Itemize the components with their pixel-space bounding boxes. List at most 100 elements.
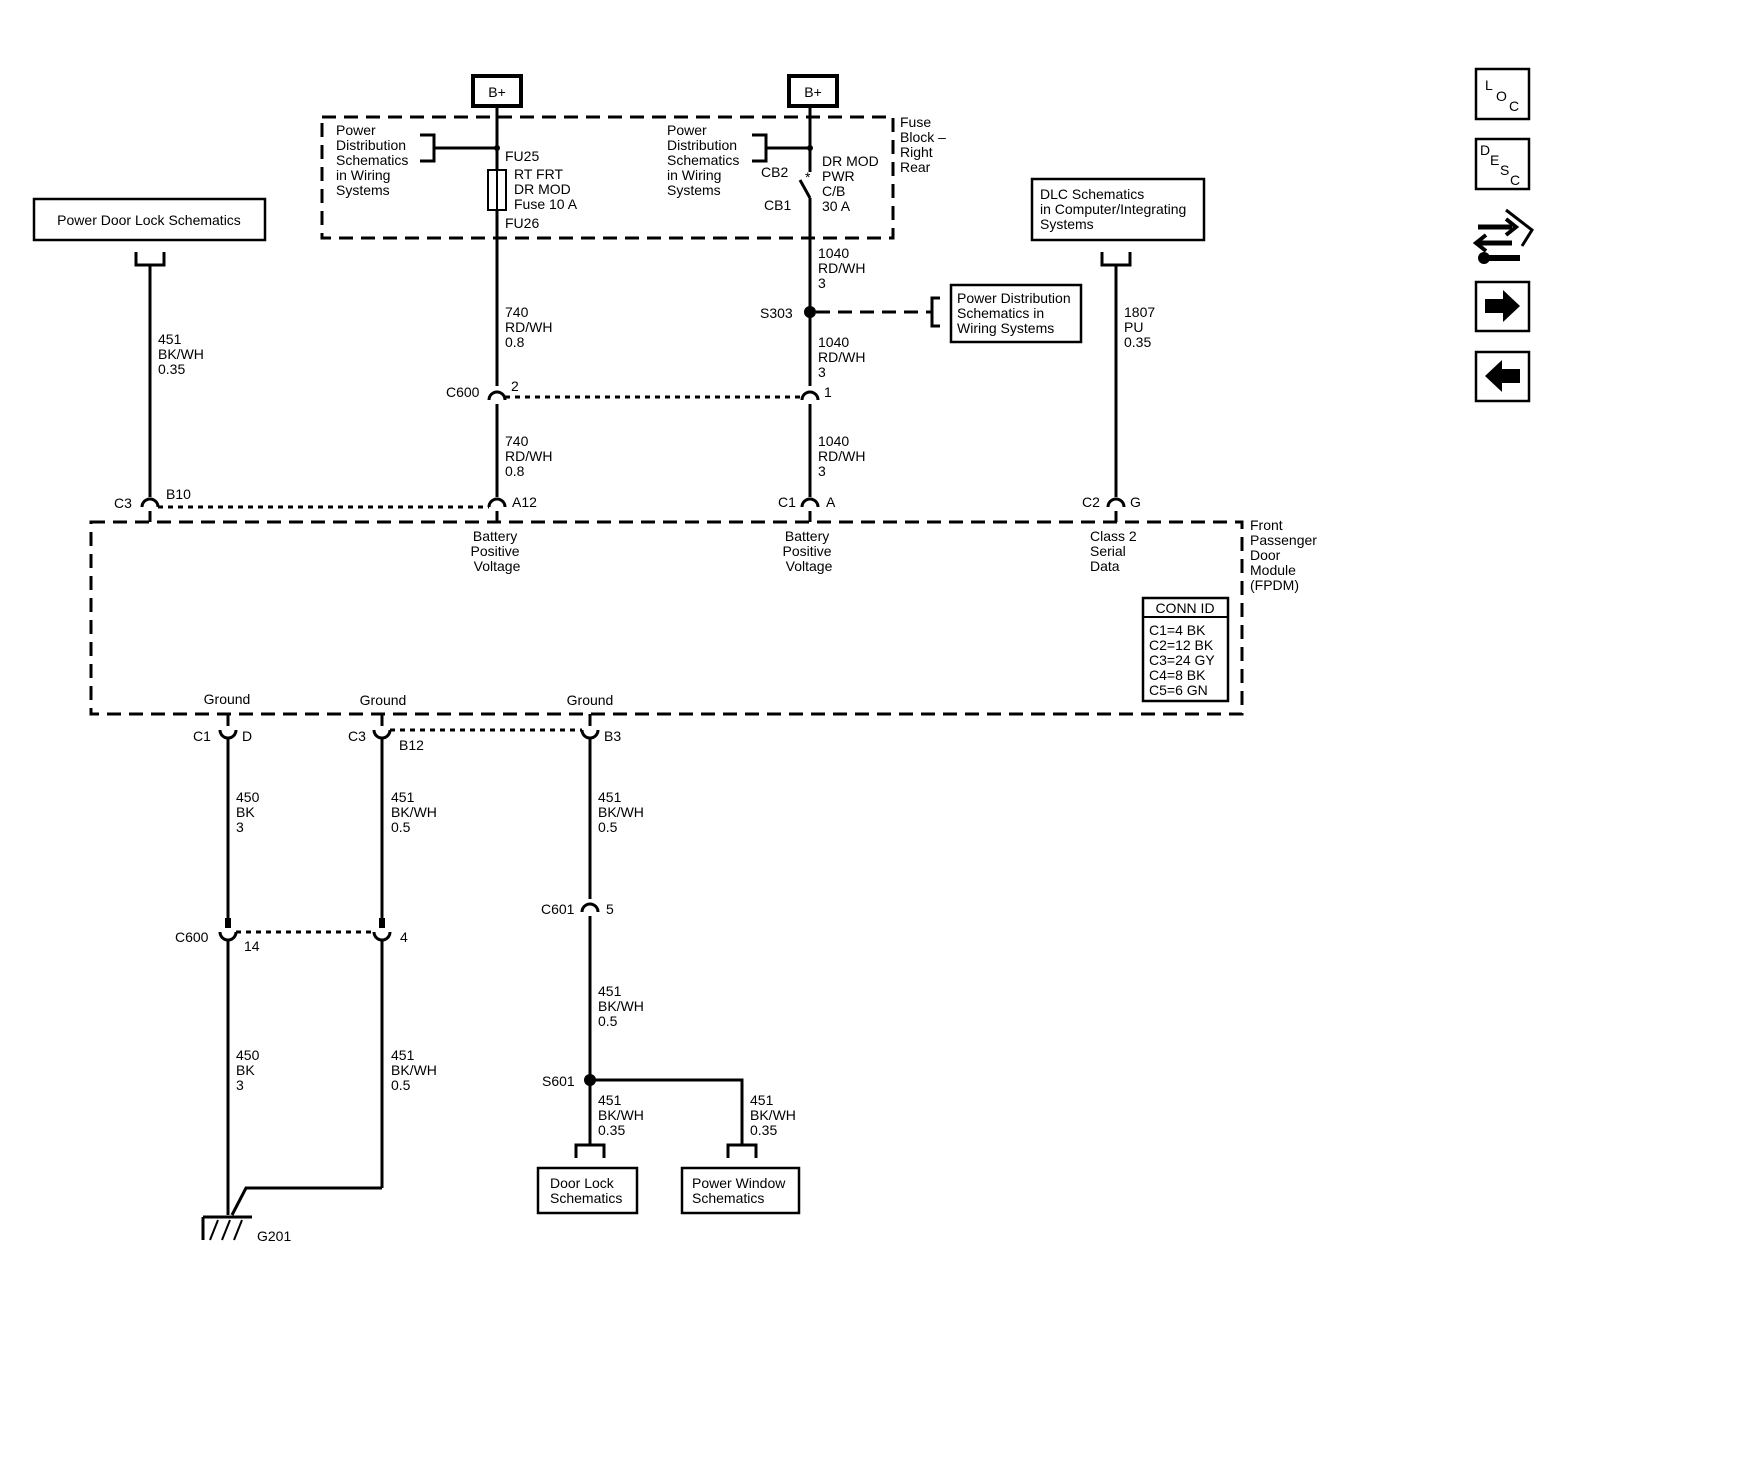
loc-letter: L (1485, 77, 1493, 93)
power-window-ref-label: Power Window Schematics (692, 1175, 789, 1206)
wire-450-a-label: 450 BK 3 (236, 789, 263, 835)
c3-bottom-label: C3 (348, 728, 366, 744)
wire-451-mid-a-label: 451 BK/WH 0.5 (391, 789, 441, 835)
c2-g-terminal (1106, 497, 1126, 508)
b3-terminal (580, 729, 600, 740)
wire-451-right-b-label: 451 BK/WH 0.5 (598, 983, 648, 1029)
breaker-label: DR MOD PWR C/B 30 A (822, 153, 883, 214)
door-lock-ref-bracket (574, 1143, 606, 1158)
desc-letter: D (1480, 142, 1490, 158)
ground-2-label: Ground (360, 692, 407, 708)
s601-label: S601 (542, 1073, 575, 1089)
a12-label: A12 (512, 494, 537, 510)
arrow-right-icon[interactable] (1474, 280, 1531, 333)
desc-letter: S (1500, 162, 1509, 178)
dlc-ref-box[interactable] (1030, 177, 1206, 242)
c1-bottom-label: C1 (193, 728, 211, 744)
c600-top-pin2-label: 2 (511, 378, 519, 394)
fpdm-name: Front Passenger Door Module (FPDM) (1250, 517, 1321, 593)
c601-label: C601 (541, 901, 575, 917)
wire-451-top-label: 451 BK/WH 0.35 (158, 331, 208, 377)
breaker-switch (798, 179, 812, 199)
breaker-splice-dot (807, 145, 813, 151)
pin-battery-2: Battery Positive Voltage (783, 528, 836, 574)
c600-top-pin1-label: 1 (824, 384, 832, 400)
wire-1040-b-label: 1040 RD/WH 3 (818, 334, 869, 380)
arrow-left-icon[interactable] (1474, 350, 1531, 403)
wire-451-to-ground (230, 1186, 382, 1216)
b-plus-left: B+ (471, 74, 523, 108)
power-dist-s303-ref-label: Power Distribution Schematics in Wiring … (957, 290, 1075, 336)
conn-id-title: CONN ID (1155, 600, 1214, 616)
conn-id-row: C3=24 GY (1149, 652, 1215, 668)
c600-bottom-pin14-label: 14 (244, 938, 260, 954)
c601-terminal (580, 902, 600, 913)
loc-letter: O (1496, 88, 1507, 104)
fuse-right-ref-bracket (752, 133, 768, 163)
wire-1040-a-label: 1040 RD/WH 3 (818, 245, 869, 291)
conn-id-row: C2=12 BK (1149, 637, 1214, 653)
fpdm-outline (89, 520, 1244, 716)
c600-top-label: C600 (446, 384, 480, 400)
b3-label: B3 (604, 728, 621, 744)
c600-top-pin2-terminal (487, 390, 507, 401)
desc-button[interactable]: D E S C (1474, 137, 1531, 191)
c600-bottom-pin4-terminal (372, 931, 392, 942)
wire-450-b-label: 450 BK 3 (236, 1047, 263, 1093)
s303-splice (804, 306, 816, 318)
d-label: D (242, 728, 252, 744)
b-plus-left-label: B+ (488, 84, 506, 100)
b-plus-right: B+ (787, 74, 839, 108)
dlc-ref-label: DLC Schematics in Computer/Integrating S… (1040, 186, 1190, 232)
door-lock-ref-box[interactable] (536, 1166, 639, 1215)
fuse-block-outline (320, 115, 895, 240)
wire-1040-c-label: 1040 RD/WH 3 (818, 433, 869, 479)
ground-3-label: Ground (567, 692, 614, 708)
c600-top-pin1-terminal (800, 390, 820, 401)
c1-a-terminal (800, 497, 820, 508)
wire-1807-label: 1807 PU 0.35 (1124, 304, 1159, 350)
pin-class2: Class 2 Serial Data (1090, 528, 1141, 574)
c1-d-terminal (218, 729, 238, 740)
fuse-block-title: Fuse Block – Right Rear (900, 114, 950, 175)
power-dist-s303-ref-box[interactable] (949, 283, 1083, 344)
fuse-splice-dot (494, 145, 500, 151)
g-label: G (1130, 494, 1141, 510)
c1-top-label: C1 (778, 494, 796, 510)
power-window-ref-box[interactable] (680, 1166, 801, 1215)
b12-label: B12 (399, 737, 424, 753)
power-door-lock-ref-bracket (134, 252, 166, 267)
a-label: A (826, 494, 836, 510)
wire-451-pw-branch (590, 1078, 744, 1145)
c600-bottom-pin14-terminal (218, 931, 238, 942)
tools-icon[interactable] (1472, 208, 1534, 264)
fuse-right-ref-text: Power Distribution Schematics in Wiring … (667, 122, 743, 198)
ground-g201-icon (201, 1215, 252, 1241)
wire-451-dl-label: 451 BK/WH 0.35 (598, 1092, 648, 1138)
desc-letter: C (1510, 172, 1520, 188)
power-window-ref-bracket (726, 1143, 758, 1158)
c2-label: C2 (1082, 494, 1100, 510)
dlc-ref-bracket (1100, 252, 1132, 267)
desc-letter: E (1490, 152, 1499, 168)
power-door-lock-ref-box[interactable] (32, 197, 267, 242)
pin-battery-1: Battery Positive Voltage (471, 528, 524, 574)
s303-label: S303 (760, 305, 793, 321)
c3-b12-terminal (372, 729, 392, 740)
loc-button[interactable]: L O C (1474, 67, 1531, 121)
fuse-label: RT FRT DR MOD Fuse 10 A (514, 166, 578, 212)
wire-451-mid-b-label: 451 BK/WH 0.5 (391, 1047, 441, 1093)
wire-740-lower-label: 740 RD/WH 0.8 (505, 433, 556, 479)
c600-bottom-label: C600 (175, 929, 209, 945)
a12-terminal (487, 497, 507, 508)
fuse-left-ref-bracket (420, 133, 436, 163)
conn-id-table: CONN ID C1=4 BK C2=12 BK C3=24 GY C4=8 B… (1141, 596, 1230, 703)
cb1-label: CB1 (764, 197, 791, 213)
s303-ref-bracket (930, 296, 940, 328)
ground-1-label: Ground (204, 691, 251, 707)
cb2-label: CB2 (761, 164, 788, 180)
wire-740-upper-label: 740 RD/WH 0.8 (505, 304, 556, 350)
power-door-lock-ref-label: Power Door Lock Schematics (57, 212, 241, 228)
c3-label: C3 (114, 495, 132, 511)
wire-451-pw-label: 451 BK/WH 0.35 (750, 1092, 800, 1138)
